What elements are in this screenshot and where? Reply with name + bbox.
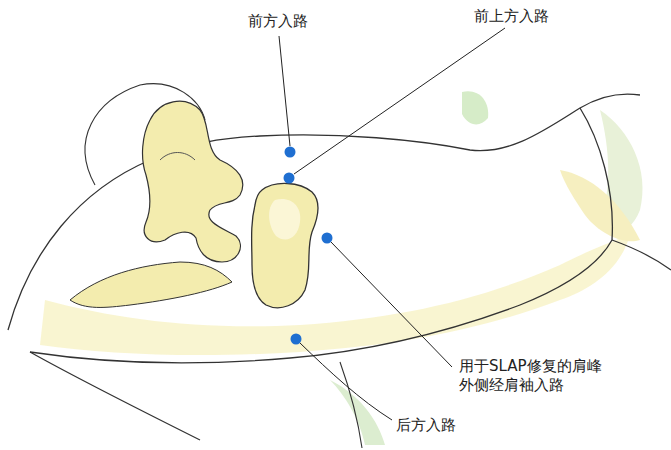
leader-line bbox=[294, 28, 505, 174]
body-outline bbox=[30, 352, 200, 440]
portal-dot bbox=[322, 233, 333, 244]
body-outline bbox=[340, 362, 362, 448]
leader-line bbox=[279, 36, 290, 146]
scapula bbox=[70, 262, 232, 307]
bone-highlight bbox=[269, 199, 300, 239]
acromion bbox=[252, 183, 318, 307]
coracoid-bone bbox=[143, 101, 243, 262]
portal-label: 前上方入路 bbox=[474, 7, 549, 26]
leader-line bbox=[331, 242, 452, 367]
portal-dot bbox=[284, 173, 295, 184]
portal-label: 用于SLAP修复的肩峰外侧经肩袖入路 bbox=[459, 357, 609, 395]
portal-dot bbox=[291, 334, 302, 345]
bone-detail bbox=[160, 153, 195, 161]
portal-label: 前方入路 bbox=[248, 12, 308, 31]
shading bbox=[330, 380, 385, 445]
arm-outline bbox=[30, 108, 612, 363]
shading bbox=[462, 91, 488, 124]
portal-dot bbox=[285, 147, 296, 158]
shading bbox=[560, 170, 640, 241]
portal-label: 后方入路 bbox=[396, 416, 456, 435]
arm-outline bbox=[612, 240, 671, 270]
leader-line bbox=[300, 343, 392, 420]
